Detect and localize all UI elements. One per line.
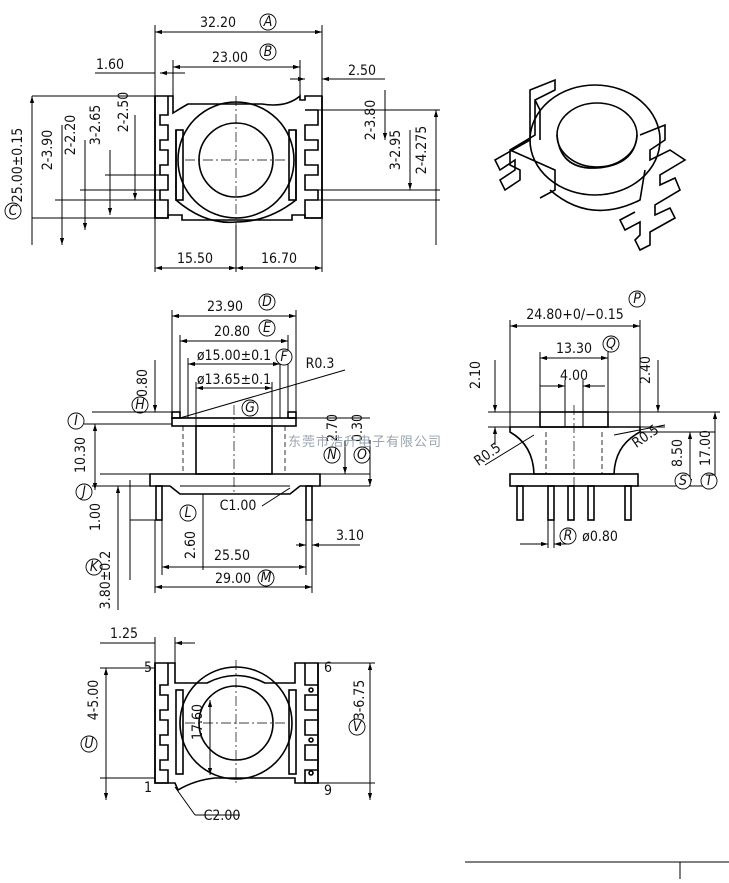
dim-height: 25.00±0.15 [10,128,26,203]
ref-u: U [84,736,93,752]
dim-v1: 2-3.90 [40,130,56,171]
dim-400: 4.00 [560,368,588,384]
top-view: 32.20 A 23.00 B 1.60 2.50 25.00±0.15 C 2… [4,13,440,272]
bottom-view: 1.25 5 6 1 9 4-5.00 U 17.60 3-6.75 V C2.… [80,626,375,824]
dim-f: ø15.00±0.1 [197,348,271,364]
dim-v: 3-6.75 [352,680,368,721]
dim-2550: 25.50 [214,548,250,564]
dim-right-tab: 2.50 [348,63,376,79]
dim-260: 2.60 [183,531,199,559]
top-view-right-pins [304,96,323,219]
ref-h: H [135,397,145,413]
ref-q: Q [606,336,616,352]
dim-v4: 2-2.50 [116,92,132,133]
dim-h: 0.80 [135,369,151,397]
ref-k: K [90,559,100,575]
ref-a: A [263,14,273,30]
isometric-view [493,78,687,252]
dim-m: 29.00 [215,571,251,587]
dim-r3: 2-4.275 [414,126,430,175]
ref-l: L [184,505,191,521]
pin-1: 1 [144,780,152,796]
ref-pin: R [564,528,573,544]
dim-r2: 3-2.95 [388,130,404,171]
ref-o: O [357,447,367,463]
dim-pin-d: ø0.80 [582,529,618,545]
ref-p: P [633,291,641,307]
ref-d: D [262,294,272,310]
ref-b: B [264,44,273,60]
dim-t: 17.00 [698,430,714,466]
top-view-outline [154,94,323,221]
ref-m: M [261,570,272,586]
dim-v3: 3-2.65 [88,105,104,146]
ref-e: E [263,320,271,336]
dim-c2: C2.00 [204,808,241,824]
title-block [465,861,729,879]
dim-125: 1.25 [110,626,138,642]
ref-s: S [679,473,687,489]
dim-o: 0.30 [350,414,366,442]
side-view: 24.80+0/−0.15 P 13.30 Q 4.00 2.10 2.40 R… [468,290,720,548]
ref-t: T [705,473,714,489]
dim-v2: 2-2.20 [63,115,79,156]
dim-inner-width: 23.00 [212,50,248,66]
ref-g: G [245,400,255,416]
dim-240: 2.40 [638,356,654,384]
ref-j: J [79,484,86,500]
dim-1760: 17.60 [190,704,206,740]
dim-u: 4-5.00 [86,680,102,721]
dim-310: 3.10 [336,528,364,544]
dim-pin: 1.00 [88,503,104,531]
dim-q: 13.30 [556,341,592,357]
dim-total-h: 10.30 [73,437,89,473]
watermark: 东莞市浩升电子有限公司 [288,434,442,450]
pin-6: 6 [324,660,332,676]
dim-overall-width: 32.20 [200,15,236,31]
dim-d: 23.90 [207,299,243,315]
ref-c: C [9,203,18,219]
dim-left-half: 15.50 [177,251,213,267]
front-view: 23.90 D 20.80 E ø15.00±0.1 F ø13.65±0.1 … [67,293,373,610]
dim-n: 2.70 [325,414,341,442]
dim-g: ø13.65±0.1 [197,372,271,388]
dim-r1: 2-3.80 [363,100,379,141]
dim-radius: R0.3 [306,356,335,372]
dim-s: 8.50 [670,439,686,467]
ref-f: F [280,349,288,365]
dim-e: 20.80 [214,324,250,340]
dim-left-tab: 1.60 [96,57,124,73]
pin-9: 9 [324,783,332,799]
ref-i: I [74,413,78,429]
ref-v: V [353,719,363,735]
dim-r-left: R0.5 [471,440,504,470]
dim-c: C1.00 [220,498,257,514]
ref-n: N [327,447,337,463]
dim-right-half: 16.70 [261,251,297,267]
dim-k: 3.80±0.2 [98,551,114,610]
dim-210: 2.10 [468,361,484,389]
dim-p: 24.80+0/−0.15 [526,307,623,323]
top-view-left-pins [154,96,169,219]
